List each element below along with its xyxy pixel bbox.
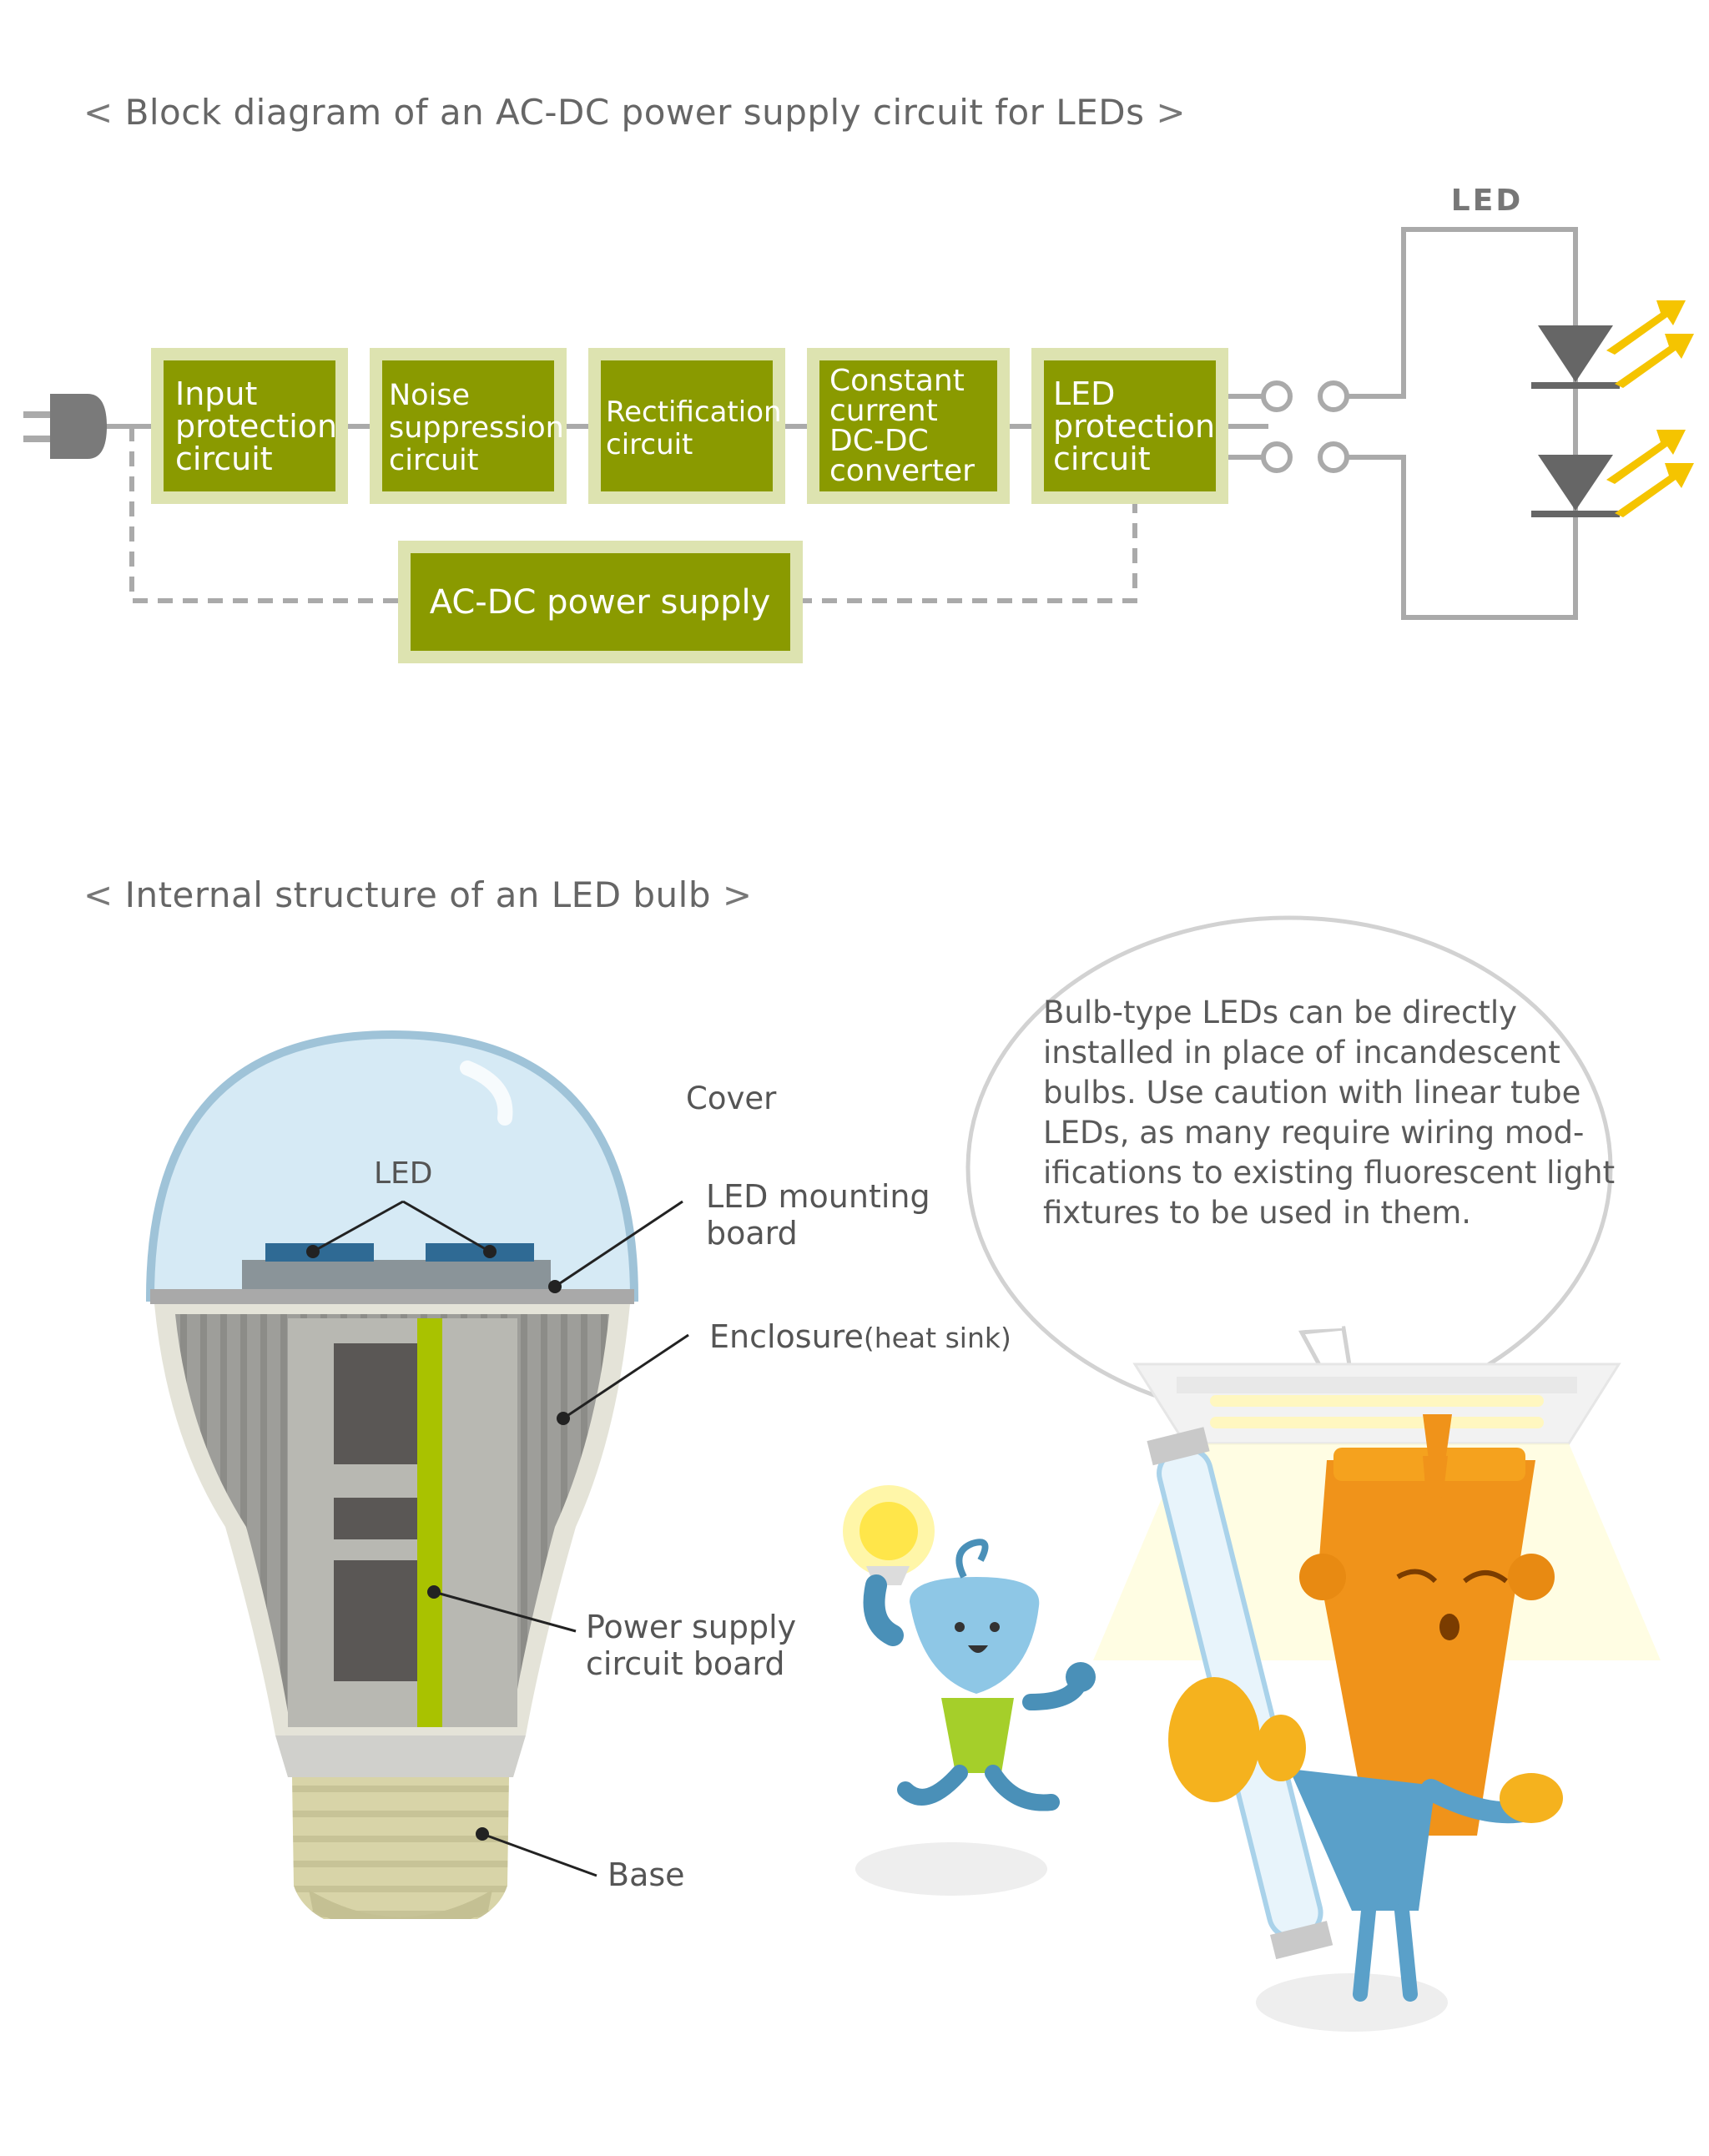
led-circuit: LED <box>1347 184 1694 620</box>
label-power-supply-board: Power supply circuit board <box>586 1609 797 1682</box>
leader-dots <box>306 1245 570 1841</box>
bulb-structure-title-text: Internal structure of an LED bulb <box>124 874 712 915</box>
bulb-character <box>843 1485 1096 1896</box>
block-rectification: Rectification circuit <box>588 348 790 504</box>
block-led-protection: LED protection circuit <box>1031 348 1228 504</box>
acdc-power-supply-label: AC-DC power supply <box>430 583 771 622</box>
bulb-rim <box>150 1289 634 1304</box>
bulb-structure-title: < Internal structure of an LED bulb > <box>83 874 753 915</box>
block-constant-current-label: Constant current DC-DC converter <box>829 364 975 488</box>
block-noise-suppression: Noise suppression circuit <box>370 348 573 504</box>
block-acdc-power-supply: AC-DC power supply <box>398 541 803 663</box>
component <box>334 1560 417 1681</box>
bulb-base <box>292 1777 509 1919</box>
label-enclosure: Enclosure(heat sink) <box>709 1318 1011 1355</box>
mascots-illustration <box>843 915 1661 2032</box>
block-rectification-label: Rectification circuit <box>606 395 790 461</box>
led-diode-icon <box>1531 455 1620 517</box>
leader-lines <box>312 1200 689 1877</box>
led-diode-icon <box>1531 325 1620 389</box>
supply-dashed-wire-right <box>797 501 1137 603</box>
bulb-cover <box>145 1030 639 1302</box>
led-chip <box>265 1243 374 1262</box>
component <box>334 1498 417 1539</box>
block-constant-current-converter: Constant current DC-DC converter <box>807 348 1010 504</box>
block-diagram-title: < Block diagram of an AC-DC power supply… <box>83 92 1187 133</box>
bulb-neck <box>275 1735 526 1777</box>
label-led-mounting-board: LED mounting board <box>706 1178 930 1252</box>
block-diagram: Input protection circuit Noise suppressi… <box>23 184 1694 663</box>
led-bulb-illustration <box>145 1030 689 1919</box>
tube-character <box>1147 1414 1563 2032</box>
speech-bubble-text: Bulb-type LEDs can be directly installed… <box>1043 995 1616 1231</box>
led-label: LED <box>1451 184 1523 218</box>
label-cover: Cover <box>686 1081 777 1116</box>
led-mounting-board <box>242 1260 551 1289</box>
supply-dashed-wire-left <box>129 426 401 603</box>
power-supply-circuit-board <box>417 1318 442 1727</box>
block-led-protection-label: LED protection circuit <box>1053 375 1225 477</box>
component <box>334 1343 417 1464</box>
block-noise-suppression-label: Noise suppression circuit <box>389 379 573 477</box>
plug-icon <box>23 394 107 459</box>
label-led: LED <box>374 1156 433 1191</box>
block-input-protection-label: Input protection circuit <box>175 375 347 477</box>
label-base: Base <box>607 1856 685 1893</box>
output-terminals <box>1261 380 1349 473</box>
block-input-protection: Input protection circuit <box>151 348 348 504</box>
led-chip <box>426 1243 534 1262</box>
light-rays-icon <box>1606 300 1694 517</box>
block-diagram-title-text: Block diagram of an AC-DC power supply c… <box>124 92 1145 133</box>
